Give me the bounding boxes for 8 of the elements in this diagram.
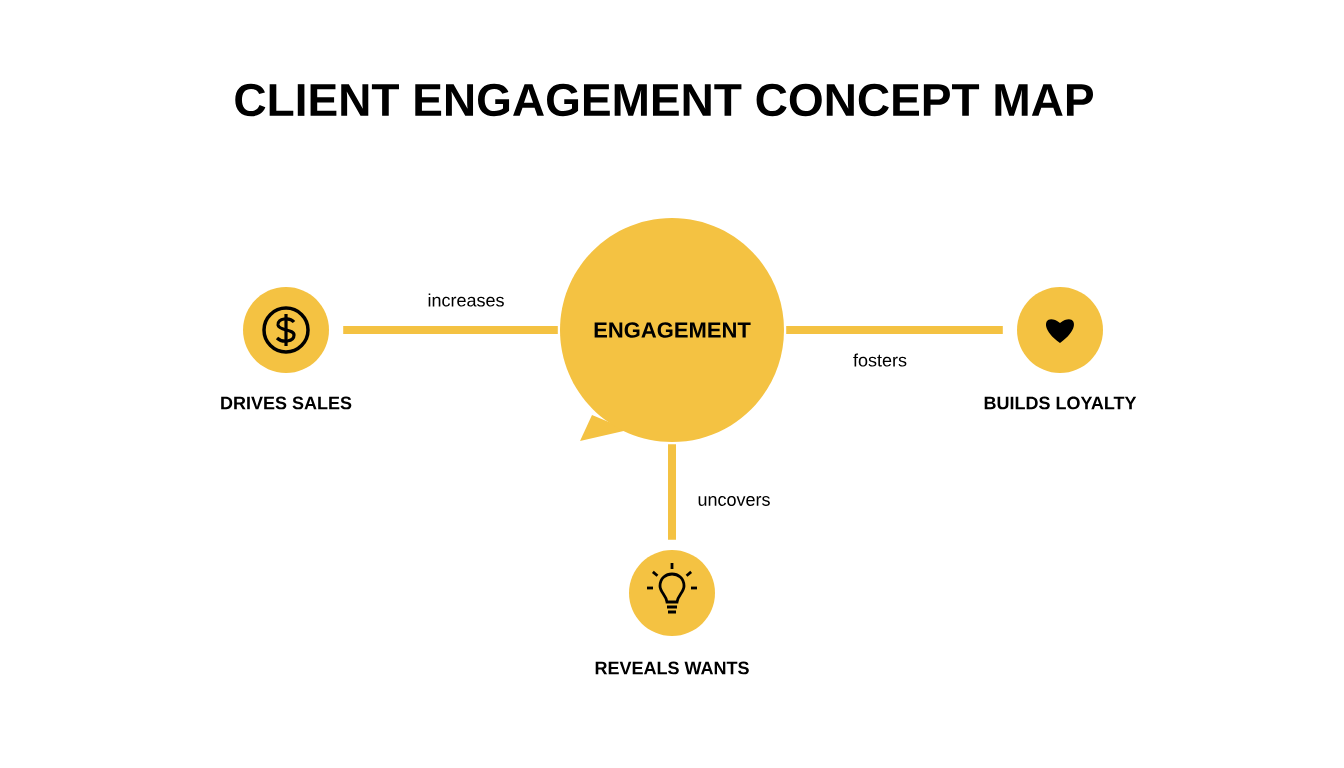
node-label: BUILDS LOYALTY [984, 396, 1137, 410]
edge-label: increases [425, 291, 507, 309]
speech-bubble: ENGAGEMENT [560, 218, 784, 442]
edge-label: fosters [851, 351, 909, 369]
title: CLIENT ENGAGEMENT CONCEPT MAP [235, 83, 1093, 117]
node-label: REVEALS WANTS [595, 661, 749, 675]
node-label: DRIVES SALES [221, 396, 352, 410]
edge-label: uncovers [695, 494, 773, 508]
